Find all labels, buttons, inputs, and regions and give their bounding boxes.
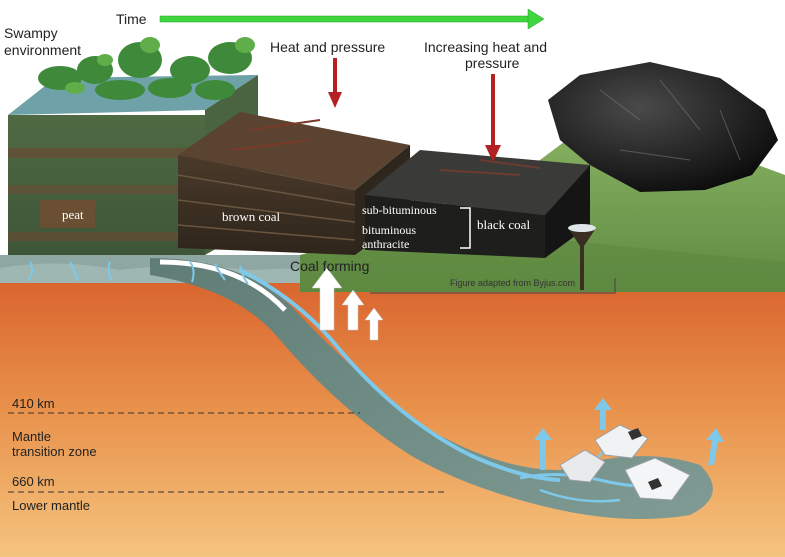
well-top — [568, 224, 596, 232]
pressure-arrows — [328, 58, 501, 162]
mantle-label-line2: transition zone — [12, 444, 97, 459]
water-drips — [27, 261, 249, 285]
time-label: Time — [116, 11, 147, 27]
increasing-label-line2: pressure — [465, 55, 520, 71]
slab-white-edge — [159, 259, 287, 312]
water-channel-main — [239, 268, 561, 482]
coal-forming-arrows — [311, 267, 384, 341]
heat-pressure-label: Heat and pressure — [270, 39, 385, 55]
swampy-label-line2: environment — [4, 42, 81, 58]
well — [568, 228, 596, 290]
brown-coal-label: brown coal — [222, 209, 281, 224]
time-arrow — [159, 8, 545, 30]
depth-660-label: 660 km — [12, 474, 55, 489]
credit-bracket — [370, 278, 616, 294]
swampy-label-line1: Swampy — [4, 25, 58, 41]
lower-mantle-label: Lower mantle — [12, 498, 90, 513]
black-coal-block — [365, 150, 590, 258]
subducting-slab — [150, 258, 713, 519]
depth-410-label: 410 km — [12, 396, 55, 411]
ground-shadow — [300, 240, 785, 292]
peat-label: peat — [62, 207, 84, 222]
diamonds — [559, 424, 691, 501]
water-channel-branch — [539, 488, 621, 503]
swamp-plants — [38, 42, 252, 100]
fluid-arrows — [534, 398, 724, 470]
increasing-label-line1: Increasing heat and — [424, 39, 547, 55]
bituminous-label: bituminous — [362, 223, 416, 237]
mantle-label-line1: Mantle — [12, 429, 51, 444]
coal-forming-label: Coal forming — [290, 258, 369, 274]
coal-rock-facets — [599, 79, 741, 161]
black-coal-bracket — [460, 207, 471, 249]
credit-label: Figure adapted from Byjus.com — [450, 278, 575, 288]
anthracite-label: anthracite — [362, 237, 409, 251]
sub-bituminous-label: sub-bituminous — [362, 203, 437, 217]
black-coal-label: black coal — [477, 217, 530, 232]
swamp-plants-light — [65, 37, 255, 94]
